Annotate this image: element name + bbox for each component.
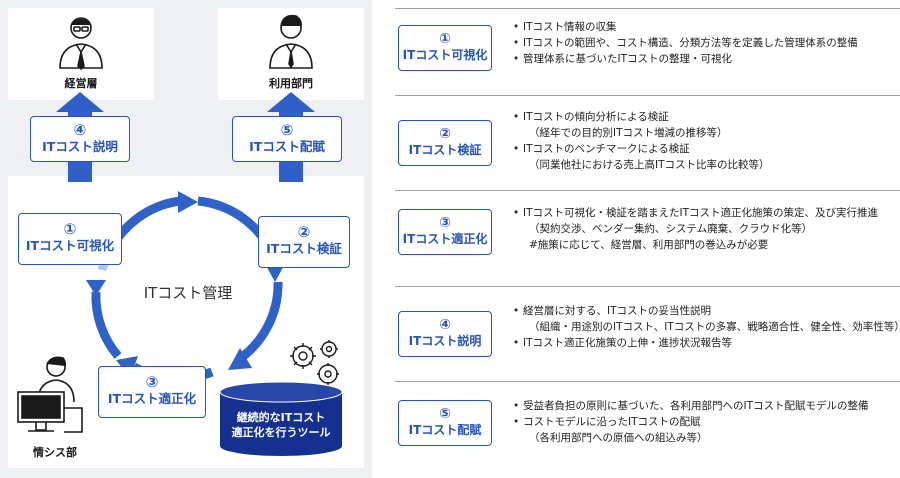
bullet-item: ITコストの範囲や、コスト構造、分類方法等を定義した管理体系の整備 bbox=[513, 35, 900, 51]
center-label: ITコスト管理 bbox=[143, 284, 233, 302]
bullet-subtext: （同業他社における売上高ITコスト比率の比較等） bbox=[529, 159, 770, 171]
bullet-subtext: （各利用部門への原価への組込み等） bbox=[529, 432, 708, 444]
gear-icon bbox=[290, 340, 339, 385]
tool-label: 継続的なITコスト 適正化を行うツール bbox=[220, 410, 342, 440]
bullet-item: ITコスト適正化施策の上伸・進捗状況報告等 bbox=[513, 335, 900, 351]
bullet-item: ITコスト情報の収集 bbox=[513, 19, 900, 35]
it-staff-computer-icon bbox=[17, 356, 83, 433]
row-step-number: ③ bbox=[439, 215, 451, 231]
tool-label-line: 適正化を行うツール bbox=[231, 426, 331, 439]
bullet-item: ITコスト可視化・検証を踏まえたITコスト適正化施策の策定、及び実行推進 bbox=[513, 205, 900, 221]
it-dept-label: 情シス部 bbox=[33, 446, 77, 459]
row-step-label: ITコスト配賦 bbox=[408, 423, 482, 437]
bullet-item: 経営層に対する、ITコストの妥当性説明 bbox=[513, 303, 900, 319]
bullet-item: ITコストのベンチマークによる検証 bbox=[513, 141, 900, 157]
row-step-number: ① bbox=[439, 31, 451, 47]
step-number: ④ bbox=[73, 121, 87, 139]
step-box-optimization: ③ ITコスト適正化 bbox=[98, 366, 206, 418]
step-label: ITコスト検証 bbox=[266, 241, 342, 256]
row-step-number: ⑤ bbox=[439, 406, 451, 422]
row-step-label: ITコスト適正化 bbox=[402, 232, 488, 246]
step-number: ③ bbox=[145, 373, 159, 391]
row-bullet-list: 経営層に対する、ITコストの妥当性説明 （組織・用途別のITコスト、ITコストの多… bbox=[513, 303, 900, 351]
detail-row: ⑤ITコスト配賦受益者負担の原則に基づいた、各利用部門へのITコスト配賦モデルの… bbox=[395, 381, 900, 472]
tool-cylinder bbox=[219, 381, 343, 456]
tool-label-line: 継続的なITコスト bbox=[236, 411, 326, 424]
bullet-item: コストモデルに沿ったITコストの配賦 bbox=[513, 414, 900, 430]
step-box-visualization: ① ITコスト可視化 bbox=[18, 213, 122, 265]
bullet-item: 受益者負担の原則に基づいた、各利用部門へのITコスト配賦モデルの整備 bbox=[513, 398, 900, 414]
left-diagram-panel: 経営層 利用部門 情シス部 ④ ITコスト説明 ⑤ ITコスト配賦 ① ITコス… bbox=[0, 0, 372, 478]
bullet-subtext: （経年での目的別ITコスト増減の推移等） bbox=[529, 127, 728, 139]
step-label: ITコスト説明 bbox=[42, 139, 118, 154]
step-box-verification: ② ITコスト検証 bbox=[258, 216, 350, 268]
bullet-subtext: #施策に応じて、経営層、利用部門の巻込みが必要 bbox=[529, 239, 769, 251]
step-box-explanation: ④ ITコスト説明 bbox=[30, 116, 130, 162]
manager-person-icon bbox=[59, 17, 103, 71]
bullet-subtext: （組織・用途別のITコスト、ITコストの多寡、戦略適合性、健全性、効率性等） bbox=[529, 321, 900, 333]
step-label: ITコスト可視化 bbox=[25, 238, 115, 253]
bullet-item: ITコストの傾向分析による検証 bbox=[513, 109, 900, 125]
step-number: ⑤ bbox=[280, 121, 294, 139]
row-step-label: ITコスト説明 bbox=[408, 334, 482, 348]
row-bullet-list: 受益者負担の原則に基づいた、各利用部門へのITコスト配賦モデルの整備コストモデル… bbox=[513, 398, 900, 446]
row-step-label: ITコスト可視化 bbox=[402, 48, 488, 62]
bullet-item: 管理体系に基づいたITコストの整理・可視化 bbox=[513, 51, 900, 67]
row-bullet-list: ITコスト情報の収集ITコストの範囲や、コスト構造、分類方法等を定義した管理体系… bbox=[513, 19, 900, 67]
row-step-label: ITコスト検証 bbox=[408, 143, 482, 157]
step-number: ② bbox=[297, 223, 311, 241]
row-step-number: ② bbox=[439, 126, 451, 142]
step-number: ① bbox=[63, 220, 77, 238]
row-step-number: ④ bbox=[439, 317, 451, 333]
business-units-label: 利用部門 bbox=[269, 77, 313, 90]
step-label: ITコスト適正化 bbox=[107, 391, 197, 406]
business-user-person-icon bbox=[269, 14, 313, 69]
step-box-allocation: ⑤ ITコスト配賦 bbox=[232, 116, 342, 162]
management-label: 経営層 bbox=[64, 77, 98, 90]
bullet-subtext: （契約交渉、ベンダー集約、システム廃棄、クラウド化等） bbox=[529, 223, 813, 235]
row-bullet-list: ITコストの傾向分析による検証 （経年での目的別ITコスト増減の推移等） ITコスト… bbox=[513, 109, 900, 173]
row-bullet-list: ITコスト可視化・検証を踏まえたITコスト適正化施策の策定、及び実行推進 （契約交… bbox=[513, 205, 900, 253]
step-label: ITコスト配賦 bbox=[249, 139, 325, 154]
